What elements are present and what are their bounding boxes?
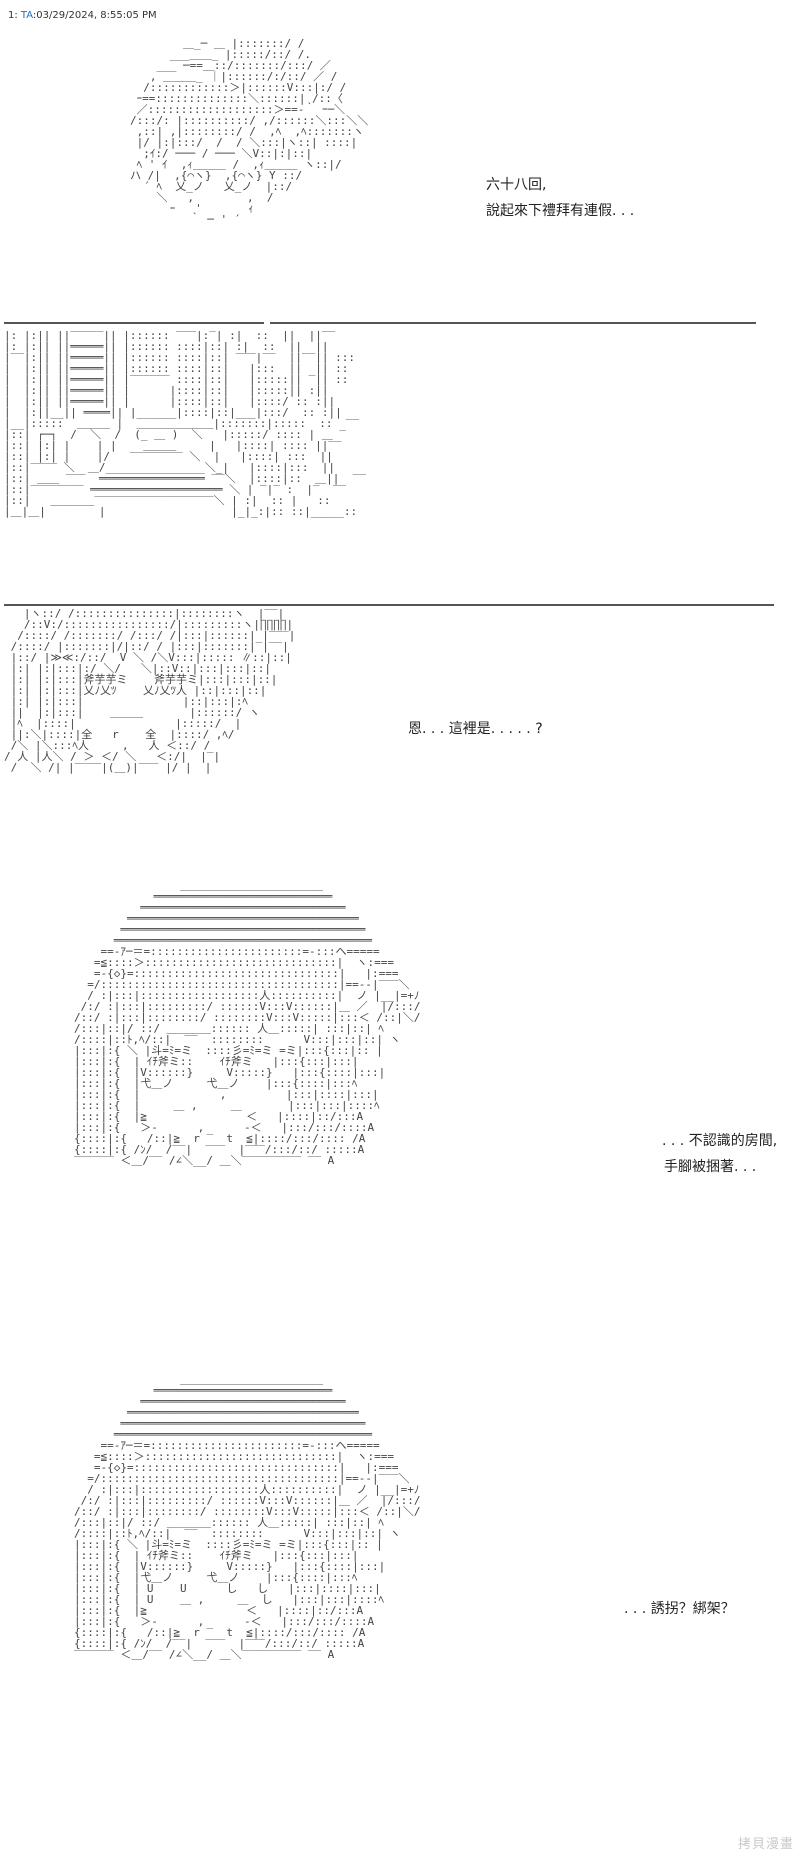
ascii-art-girl-large-1: ＿＿＿＿＿＿＿＿＿＿＿＿＿ ══════════════════════════… (74, 880, 584, 1350)
narration-1: 六十八回, 說起來下禮拜有連假. . . (486, 172, 634, 224)
ascii-art-block: ＿＿＿＿＿＿＿＿＿＿＿＿＿ ══════════════════════════… (74, 880, 421, 1167)
post-header: 1: TA:03/29/2024, 8:55:05 PM (8, 10, 157, 21)
ascii-art-block: |ヽ::/ /:::::::::::::::|::::::::ヽ |‾‾| /:… (4, 608, 296, 774)
narration-line: . . . 不認識的房間, (662, 1133, 778, 1149)
narration-4: . . . 誘拐？綁架？ (624, 1596, 735, 1622)
ascii-art-block: ＿＿＿＿＿＿＿＿＿＿＿＿＿ ══════════════════════════… (74, 1374, 421, 1661)
narration-line: 手腳被捆著. . . (664, 1159, 757, 1175)
narration-line: 恩. . . 這裡是. . . . . ? (408, 721, 543, 737)
ascii-art-room: |: |:|| ||‾‾‾‾‾|| |:::::: ‾‾‾|:‾| :| :: … (4, 330, 544, 600)
panel-divider (270, 322, 756, 324)
poster-tag: TA (20, 10, 33, 21)
ascii-art-boy-face: ＿_─ ＿ |:::::::/ / ___＿＿_ |:::::/::/ /. _… (130, 38, 370, 288)
watermark: 拷貝漫畫 (737, 1837, 794, 1852)
post-number: 1: (8, 10, 21, 21)
ascii-art-girl-large-2: ＿＿＿＿＿＿＿＿＿＿＿＿＿ ══════════════════════════… (74, 1374, 584, 1844)
narration-line: 說起來下禮拜有連假. . . (486, 203, 635, 219)
ascii-art-girl-small: |ヽ::/ /:::::::::::::::|::::::::ヽ |‾‾| /:… (4, 608, 364, 858)
panel-divider (4, 604, 774, 606)
panel-divider (4, 322, 264, 324)
narration-3: . . . 不認識的房間, 手腳被捆著. . . (662, 1128, 777, 1180)
ascii-art-block: |: |:|| ||‾‾‾‾‾|| |:::::: ‾‾‾|:‾| :| :: … (4, 330, 366, 518)
narration-2: 恩. . . 這裡是. . . . . ? (408, 716, 543, 742)
post-timestamp: :03/29/2024, 8:55:05 PM (32, 10, 157, 21)
ascii-art-block: ＿_─ ＿ |:::::::/ / ___＿＿_ |:::::/::/ /. _… (130, 37, 369, 226)
narration-line: 六十八回, (486, 177, 547, 193)
narration-line: . . . 誘拐？綁架？ (624, 1601, 735, 1617)
